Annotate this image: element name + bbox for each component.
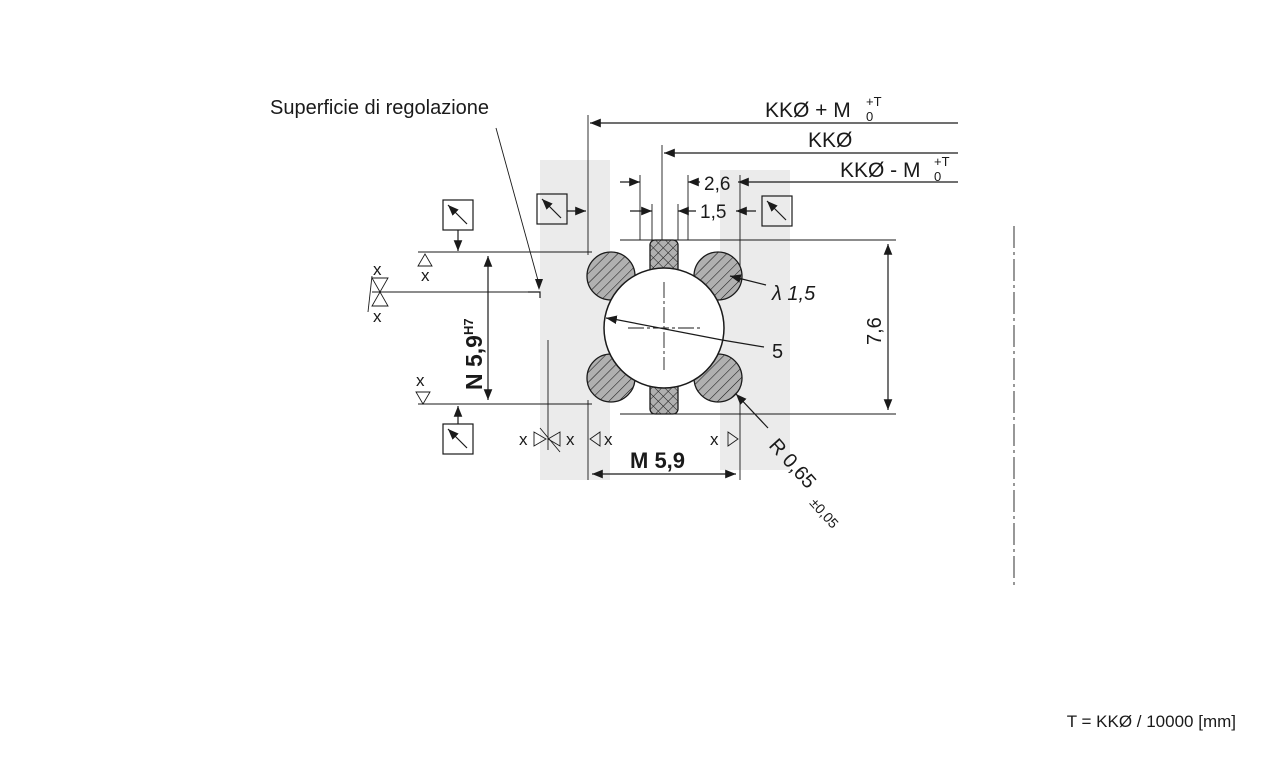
- background-ghost: [540, 160, 790, 480]
- m-dim-label: M 5,9: [630, 448, 685, 473]
- svg-text:x: x: [373, 307, 382, 326]
- kk-minus-tol-upper: +T: [934, 154, 950, 169]
- svg-text:x: x: [373, 260, 382, 279]
- svg-text:x: x: [421, 266, 430, 285]
- dim-2-6-label: 2,6: [704, 174, 730, 195]
- dim-1-5-label: 1,5: [700, 202, 726, 223]
- measurement-reference-icon: [536, 193, 586, 225]
- kk-minus-tol-lower: 0: [934, 169, 941, 184]
- kk-plus-label: KKØ + M: [765, 99, 851, 122]
- surface-leader: [495, 127, 540, 285]
- svg-text:x: x: [566, 430, 575, 449]
- kk-label: KKØ: [808, 129, 852, 152]
- lambda-label: λ 1,5: [771, 283, 816, 305]
- top-dimensions: [587, 115, 958, 270]
- radius-label: R 0,65 ±0,05: [764, 435, 842, 532]
- svg-text:x: x: [604, 430, 613, 449]
- tolerance-marks: x x x x x x x x: [367, 253, 739, 453]
- wire-section: [586, 239, 769, 429]
- kk-minus-label: KKØ - M: [840, 159, 921, 182]
- svg-text:x: x: [519, 430, 528, 449]
- measurement-reference-icon: [442, 406, 474, 455]
- svg-text:x: x: [710, 430, 719, 449]
- measurement-reference-icon: [442, 199, 474, 251]
- surface-leader-arrow: [535, 279, 543, 290]
- surface-label: Superficie di regolazione: [270, 97, 489, 119]
- measurement-reference-icon: [761, 195, 793, 227]
- kk-plus-tol-upper: +T: [866, 94, 882, 109]
- svg-text:±0,05: ±0,05: [807, 495, 842, 532]
- dim-7-6-label: 7,6: [864, 317, 886, 345]
- n-dim-label: N 5,9H7: [461, 318, 487, 390]
- kk-plus-tol-lower: 0: [866, 109, 873, 124]
- dim-5-label: 5: [772, 341, 783, 363]
- svg-text:x: x: [416, 371, 425, 390]
- formula-label: T = KKØ / 10000 [mm]: [1067, 712, 1236, 731]
